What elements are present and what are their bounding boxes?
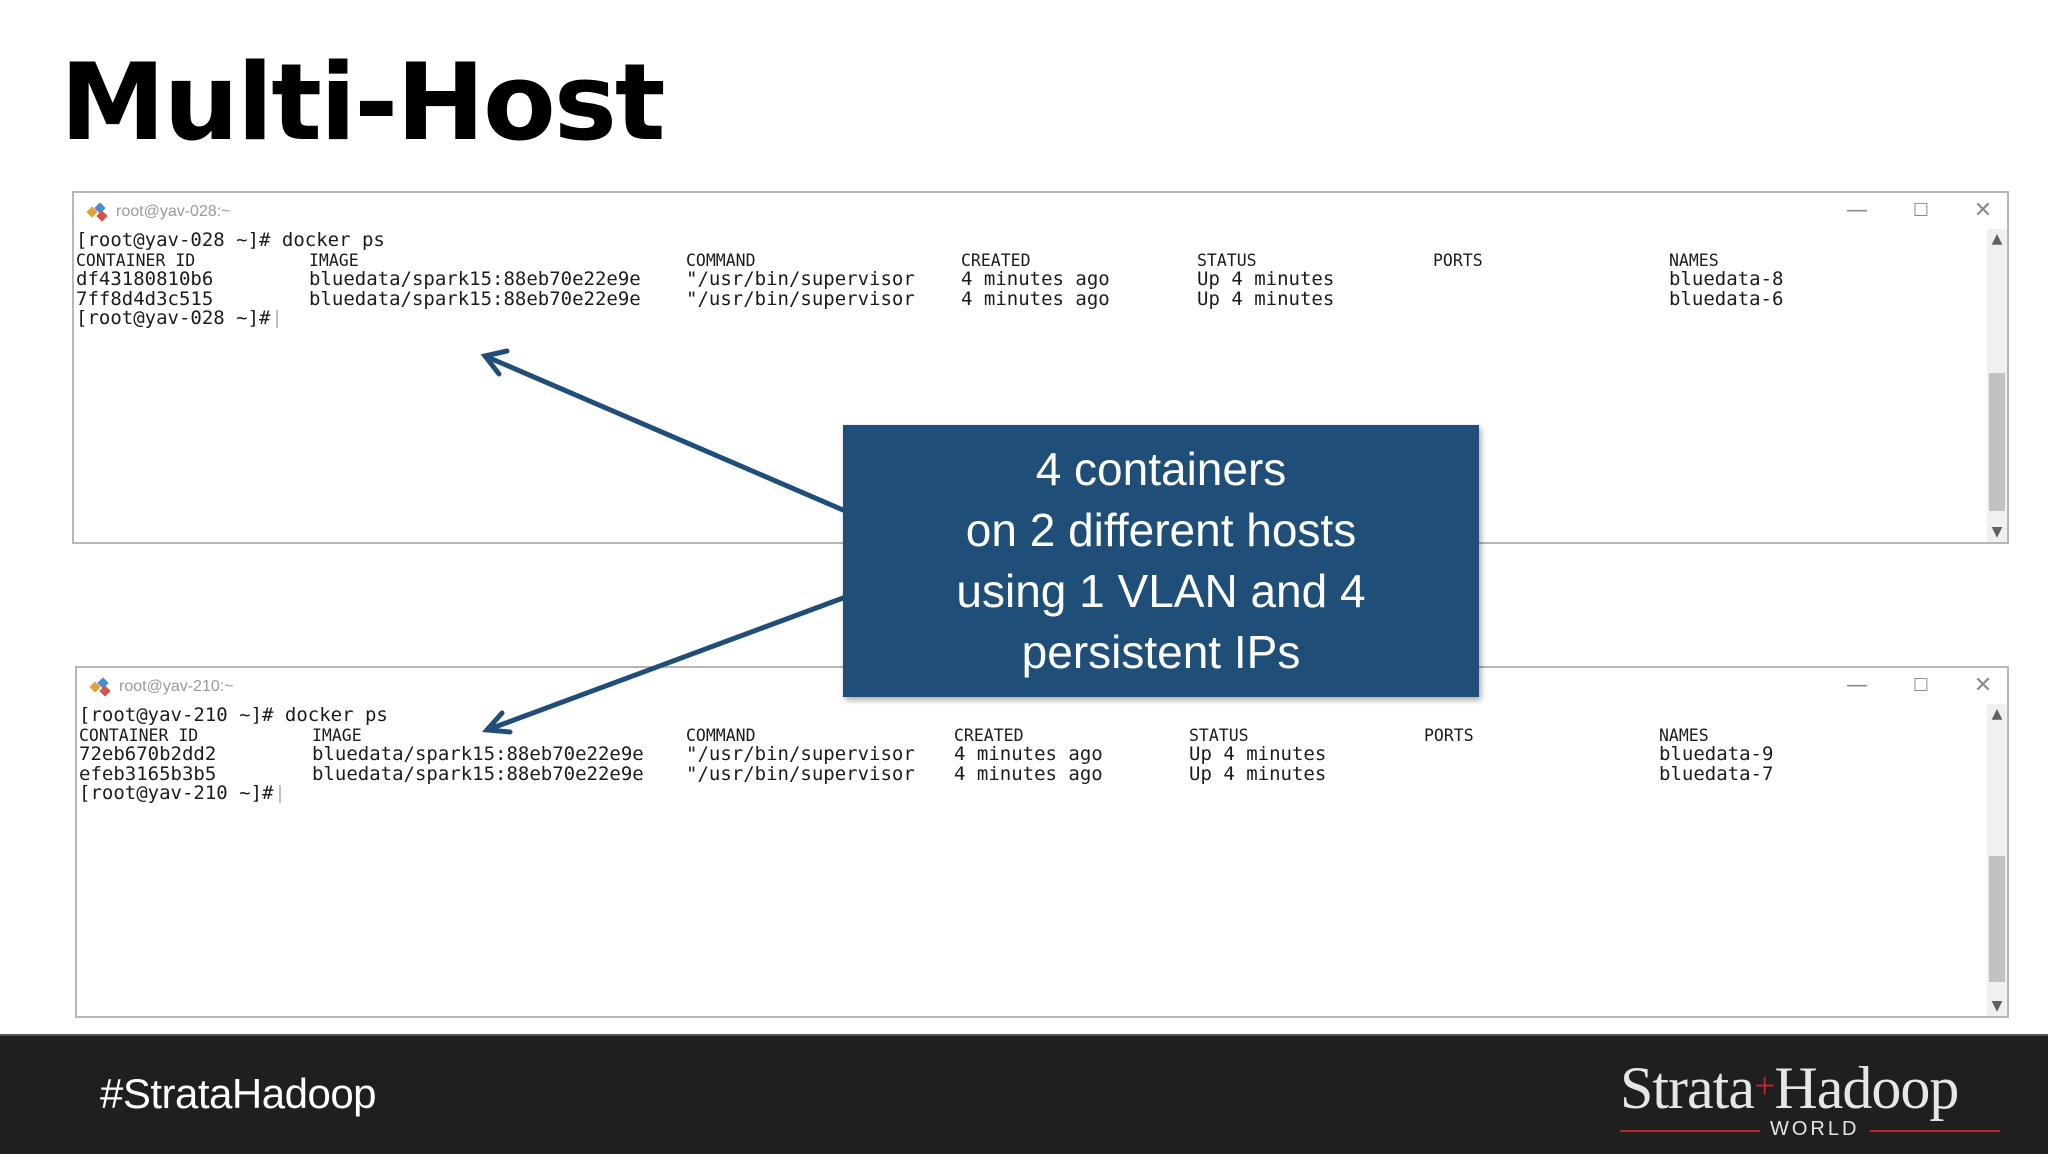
logo-rule-left <box>1620 1130 1760 1132</box>
header-image: IMAGE <box>309 250 359 270</box>
arrow-head-top <box>480 348 510 377</box>
text-cursor <box>276 309 279 328</box>
prompt-line[interactable]: [root@yav-028 ~]# <box>76 307 1985 329</box>
container-id: 72eb670b2dd2 <box>79 743 217 765</box>
command: "/usr/bin/supervisor <box>686 762 915 785</box>
header-created: CREATED <box>954 725 1024 745</box>
strata-hadoop-logo: Strata+Hadoop WORLD <box>1620 1054 2000 1144</box>
container-id: df43180810b6 <box>76 268 214 290</box>
terminal-window-yav-210[interactable]: root@yav-210:~ — ☐ ✕ [root@yav-210 ~]# d… <box>75 666 2009 1018</box>
container-id: 7ff8d4d3c515 <box>76 287 214 310</box>
header-created: CREATED <box>961 250 1031 270</box>
maximize-icon[interactable]: ☐ <box>1912 200 1930 221</box>
arrow-to-bottom-terminal <box>484 595 846 733</box>
name: bluedata-6 <box>1669 287 1784 310</box>
image: bluedata/spark15:88eb70e22e9e <box>312 762 644 785</box>
close-icon[interactable]: ✕ <box>1973 673 1993 698</box>
header-status: STATUS <box>1197 250 1257 270</box>
created: 4 minutes ago <box>961 268 1110 290</box>
header-ports: PORTS <box>1433 250 1483 270</box>
command: "/usr/bin/supervisor <box>686 287 915 310</box>
terminal-console[interactable]: [root@yav-028 ~]# docker ps CONTAINER ID… <box>76 231 1985 542</box>
header-names: NAMES <box>1659 725 1709 745</box>
event-hashtag: #StrataHadoop <box>100 1070 377 1117</box>
header-container-id: CONTAINER ID <box>76 250 196 270</box>
logo-wordmark: Strata+Hadoop <box>1620 1055 1959 1121</box>
scrollbar-thumb[interactable] <box>1989 856 2005 982</box>
name: bluedata-7 <box>1659 762 1774 785</box>
name: bluedata-8 <box>1669 268 1784 290</box>
arrow-head-bottom <box>481 710 513 735</box>
table-row: 72eb670b2dd2 bluedata/spark15:88eb70e22e… <box>79 743 1985 765</box>
close-icon[interactable]: ✕ <box>1973 198 1993 223</box>
header-container-id: CONTAINER ID <box>79 725 199 745</box>
status: Up 4 minutes <box>1197 287 1335 310</box>
created: 4 minutes ago <box>961 287 1110 310</box>
container-id: efeb3165b3b5 <box>79 762 217 785</box>
window-title: root@yav-210:~ <box>119 678 234 695</box>
image: bluedata/spark15:88eb70e22e9e <box>312 743 644 765</box>
window-title: root@yav-028:~ <box>116 203 231 220</box>
window-titlebar[interactable]: root@yav-028:~ — ☐ ✕ <box>74 193 2007 229</box>
putty-icon <box>86 202 108 222</box>
header-image: IMAGE <box>312 725 362 745</box>
prompt-line[interactable]: [root@yav-210 ~]# <box>79 782 1985 804</box>
command: "/usr/bin/supervisor <box>686 743 915 765</box>
header-names: NAMES <box>1669 250 1719 270</box>
putty-icon <box>89 677 111 697</box>
scroll-down-icon[interactable]: ▼ <box>1991 524 2003 540</box>
command-line: [root@yav-210 ~]# docker ps <box>79 706 388 726</box>
arrow-to-top-terminal <box>482 353 846 513</box>
callout-line: on 2 different hosts <box>965 504 1357 556</box>
minimize-icon[interactable]: — <box>1846 673 1868 698</box>
image: bluedata/spark15:88eb70e22e9e <box>309 287 641 310</box>
minimize-icon[interactable]: — <box>1846 198 1868 223</box>
scroll-up-icon[interactable]: ▲ <box>1991 231 2003 247</box>
logo-world-text: WORLD <box>1770 1118 1860 1140</box>
prompt: [root@yav-028 ~]# <box>76 307 271 329</box>
scrollbar-thumb[interactable] <box>1989 373 2005 511</box>
scroll-up-icon[interactable]: ▲ <box>1991 706 2003 722</box>
scroll-down-icon[interactable]: ▼ <box>1991 998 2003 1014</box>
slide-title: Multi-Host <box>60 41 666 164</box>
status: Up 4 minutes <box>1189 762 1327 785</box>
command: "/usr/bin/supervisor <box>686 268 915 290</box>
table-row: df43180810b6 bluedata/spark15:88eb70e22e… <box>76 268 1985 290</box>
created: 4 minutes ago <box>954 762 1103 785</box>
name: bluedata-9 <box>1659 743 1774 765</box>
logo-rule-right <box>1870 1130 2000 1132</box>
header-command: COMMAND <box>686 250 756 270</box>
table-header: CONTAINER ID IMAGE COMMAND CREATED STATU… <box>76 251 1985 271</box>
header-ports: PORTS <box>1424 725 1474 745</box>
terminal-window-yav-028[interactable]: root@yav-028:~ — ☐ ✕ [root@yav-028 ~]# d… <box>72 191 2009 544</box>
callout-line: 4 containers <box>1035 443 1287 495</box>
header-command: COMMAND <box>686 725 756 745</box>
maximize-icon[interactable]: ☐ <box>1912 675 1930 696</box>
text-cursor <box>279 784 282 803</box>
callout-line: persistent IPs <box>1021 626 1301 678</box>
vertical-scrollbar[interactable]: ▲ ▼ <box>1987 704 2007 1016</box>
vertical-scrollbar[interactable]: ▲ ▼ <box>1987 229 2007 542</box>
image: bluedata/spark15:88eb70e22e9e <box>309 268 641 290</box>
table-header: CONTAINER ID IMAGE COMMAND CREATED STATU… <box>79 726 1985 746</box>
created: 4 minutes ago <box>954 743 1103 765</box>
command-line: [root@yav-028 ~]# docker ps <box>76 231 385 251</box>
terminal-console[interactable]: [root@yav-210 ~]# docker ps CONTAINER ID… <box>79 706 1985 1016</box>
header-status: STATUS <box>1189 725 1249 745</box>
table-row: efeb3165b3b5 bluedata/spark15:88eb70e22e… <box>79 762 1985 785</box>
window-titlebar[interactable]: root@yav-210:~ — ☐ ✕ <box>77 668 2007 704</box>
prompt: [root@yav-210 ~]# <box>79 782 274 804</box>
slide-footer: #StrataHadoop Strata+Hadoop WORLD <box>0 1034 2048 1154</box>
status: Up 4 minutes <box>1197 268 1335 290</box>
callout-line: using 1 VLAN and 4 <box>956 565 1366 617</box>
callout-box: 4 containers on 2 different hosts using … <box>843 425 1479 697</box>
table-row: 7ff8d4d3c515 bluedata/spark15:88eb70e22e… <box>76 287 1985 310</box>
status: Up 4 minutes <box>1189 743 1327 765</box>
